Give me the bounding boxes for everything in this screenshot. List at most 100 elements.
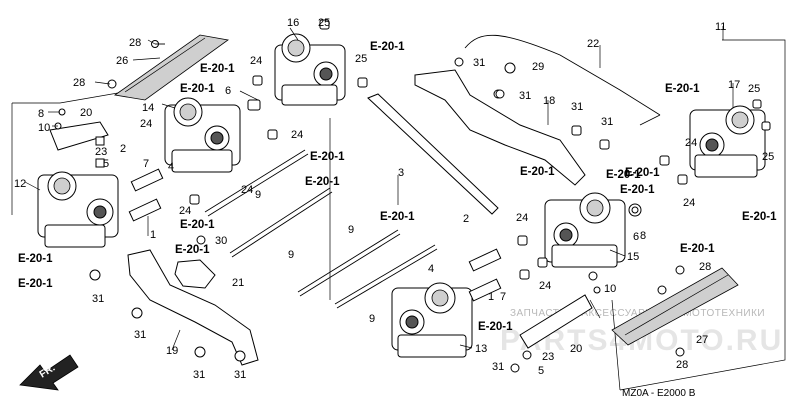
reference-e-20-1: E-20-1 bbox=[606, 169, 641, 181]
reference-e-20-1: E-20-1 bbox=[620, 184, 655, 196]
part-number-31-label: 31 bbox=[234, 369, 246, 381]
hardware bbox=[54, 19, 771, 373]
reference-e-20-1: E-20-1 bbox=[18, 278, 53, 290]
part-number-7-label: 7 bbox=[143, 158, 149, 170]
part-9-rod-c bbox=[297, 229, 399, 293]
part-number-19-label: 19 bbox=[166, 345, 178, 357]
part-labels: 1122344556677889999101011121314151617181… bbox=[14, 17, 774, 381]
carburetor-13 bbox=[391, 282, 473, 358]
reference-e-20-1: E-20-1 bbox=[180, 83, 215, 95]
part-number-17-label: 17 bbox=[728, 79, 740, 91]
part-9-rod-b bbox=[229, 187, 331, 254]
part-number-24-label: 24 bbox=[685, 137, 697, 149]
part-number-30-label: 30 bbox=[215, 235, 227, 247]
part-number-24-label: 24 bbox=[250, 55, 262, 67]
part-number-10-label: 10 bbox=[604, 283, 616, 295]
part-number-21-label: 21 bbox=[232, 277, 244, 289]
part-18-stay bbox=[414, 69, 586, 186]
part-number-24-label: 24 bbox=[539, 280, 551, 292]
part-number-28-label: 28 bbox=[129, 37, 141, 49]
rods-and-pipes bbox=[128, 149, 502, 309]
part-1-pipe-left bbox=[130, 168, 164, 192]
part-number-2-label: 2 bbox=[120, 143, 126, 155]
part-20-plate-upper bbox=[49, 121, 109, 151]
part-21-clamp bbox=[174, 259, 216, 289]
part-number-31-label: 31 bbox=[492, 361, 504, 373]
part-number-28-label: 28 bbox=[676, 359, 688, 371]
reference-e-20-1: E-20-1 bbox=[18, 253, 53, 265]
part-3-rod bbox=[367, 93, 499, 215]
part-9-rod-a bbox=[204, 149, 306, 213]
part-number-14-label: 14 bbox=[142, 102, 154, 114]
carburetor-17 bbox=[689, 105, 766, 178]
part-number-11-label: 11 bbox=[715, 21, 726, 33]
part-number-24-label: 24 bbox=[140, 118, 152, 130]
part-number-24-label: 24 bbox=[516, 212, 528, 224]
reference-labels: E-20-1E-20-1E-20-1E-20-1E-20-1E-20-1E-20… bbox=[18, 41, 777, 333]
part-number-4-label: 4 bbox=[428, 263, 434, 275]
part-number-4-label: 4 bbox=[168, 161, 174, 173]
reference-e-20-1: E-20-1 bbox=[370, 41, 405, 53]
part-1-pipe-right bbox=[468, 248, 502, 272]
part-number-31-label: 31 bbox=[601, 116, 613, 128]
part-number-24-label: 24 bbox=[291, 129, 303, 141]
part-20-plate-lower bbox=[519, 294, 593, 349]
part-number-1-label: 1 bbox=[488, 291, 494, 303]
carburetor-12 bbox=[37, 171, 119, 248]
part-number-15-label: 15 bbox=[627, 251, 639, 263]
reference-e-20-1: E-20-1 bbox=[380, 211, 415, 223]
part-number-9-label: 9 bbox=[369, 313, 375, 325]
part-number-2-label: 2 bbox=[463, 213, 469, 225]
reference-e-20-1: E-20-1 bbox=[310, 151, 345, 163]
part-number-31-label: 31 bbox=[519, 90, 531, 102]
part-number-31-label: 31 bbox=[92, 293, 104, 305]
part-number-28-label: 28 bbox=[699, 261, 711, 273]
watermark-text: ЗАПЧАСТИ И АКСЕССУАРЫ ДЛЯ МОТОТЕХНИКИ bbox=[510, 308, 765, 319]
part-number-31-label: 31 bbox=[473, 57, 485, 69]
stay-plates bbox=[49, 34, 739, 366]
part-number-12-label: 12 bbox=[14, 178, 26, 190]
fr-arrow-icon bbox=[19, 354, 79, 391]
reference-e-20-1: E-20-1 bbox=[478, 321, 513, 333]
part-number-6-label: 6 bbox=[633, 231, 639, 243]
frame-lines bbox=[11, 39, 786, 391]
carburetors bbox=[37, 33, 766, 358]
part-number-25-label: 25 bbox=[748, 83, 760, 95]
part-9-rod-d bbox=[334, 244, 436, 305]
reference-e-20-1: E-20-1 bbox=[680, 243, 715, 255]
carburetor-14 bbox=[164, 97, 241, 173]
leader-lines bbox=[24, 26, 734, 351]
part-number-24-label: 24 bbox=[241, 184, 253, 196]
part-number-8-label: 8 bbox=[38, 108, 44, 120]
part-number-1-label: 1 bbox=[150, 229, 156, 241]
part-number-9-label: 9 bbox=[348, 224, 354, 236]
part-number-28-label: 28 bbox=[73, 77, 85, 89]
part-number-31-label: 31 bbox=[134, 329, 146, 341]
reference-e-20-1: E-20-1 bbox=[175, 244, 210, 256]
front-direction-arrow: FR. bbox=[19, 354, 79, 391]
part-number-25-label: 25 bbox=[762, 151, 774, 163]
part-number-24-label: 24 bbox=[683, 197, 695, 209]
part-number-25-label: 25 bbox=[318, 17, 330, 29]
group-bracket-right bbox=[619, 39, 786, 391]
carburetor-16 bbox=[274, 33, 346, 106]
part-number-24-label: 24 bbox=[179, 205, 191, 217]
group-bracket-left bbox=[12, 89, 136, 104]
part-number-25-label: 25 bbox=[355, 53, 367, 65]
part-19-stay bbox=[127, 249, 259, 366]
part-number-26-label: 26 bbox=[116, 55, 128, 67]
part-number-31-label: 31 bbox=[571, 101, 583, 113]
part-number-27-label: 27 bbox=[696, 334, 708, 346]
reference-e-20-1: E-20-1 bbox=[665, 83, 700, 95]
part-number-10-label: 10 bbox=[38, 122, 50, 134]
part-number-8-label: 8 bbox=[640, 230, 646, 242]
part-number-23-label: 23 bbox=[542, 351, 554, 363]
reference-e-20-1: E-20-1 bbox=[200, 63, 235, 75]
reference-e-20-1: E-20-1 bbox=[305, 176, 340, 188]
part-number-6-label: 6 bbox=[225, 85, 231, 97]
part-number-9-label: 9 bbox=[255, 189, 261, 201]
part-number-9-label: 9 bbox=[288, 249, 294, 261]
part-number-7-label: 7 bbox=[500, 291, 506, 303]
